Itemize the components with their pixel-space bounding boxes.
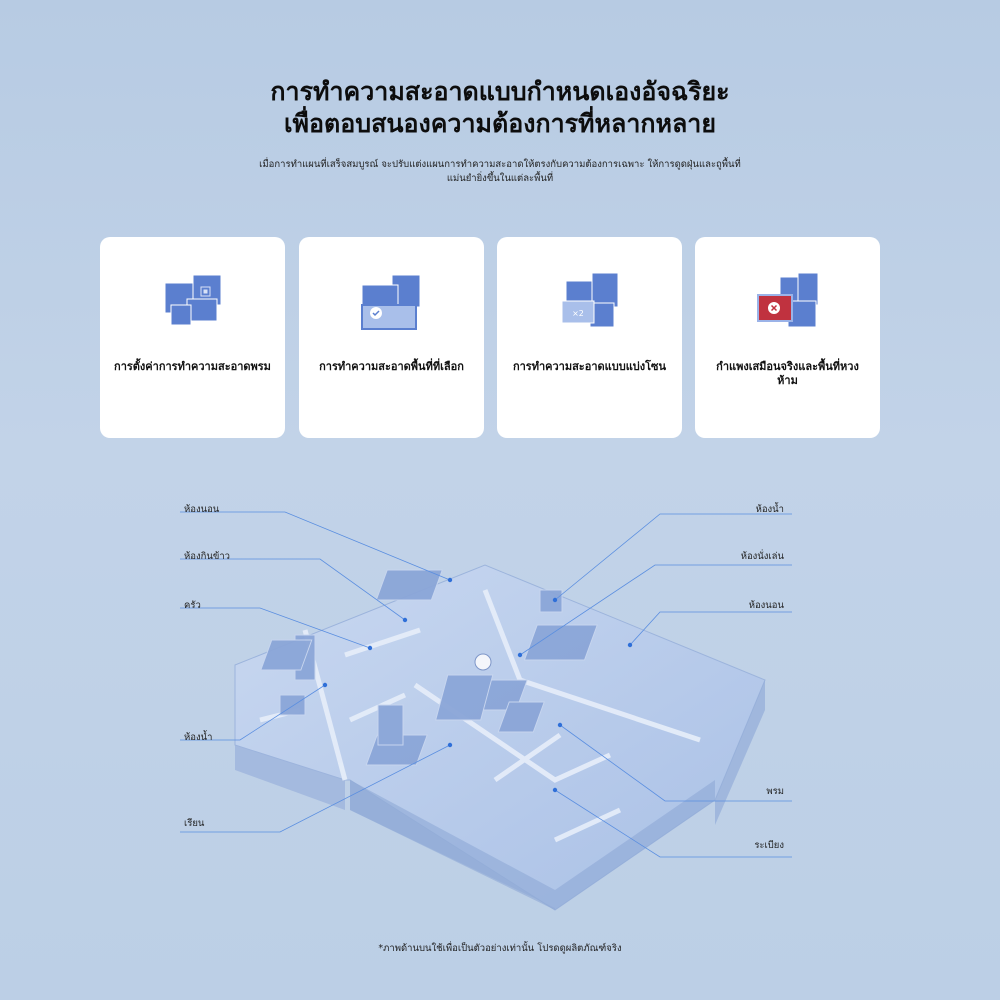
description-line-2: แม่นยำยิ่งขึ้นในแต่ละพื้นที่ xyxy=(446,173,554,184)
description-line-1: เมื่อการทำแผนที่เสร็จสมบูรณ์ จะปรับแต่งแ… xyxy=(259,159,741,170)
label-bedroom-left: ห้องนอน xyxy=(184,504,220,515)
robot-vacuum-icon xyxy=(474,653,492,671)
feature-card-selected-area: การทำความสะอาดพื้นที่ที่เลือก xyxy=(299,237,484,438)
feature-label: การทำความสะอาดแบบแบ่งโซน xyxy=(512,360,667,373)
description: เมื่อการทำแผนที่เสร็จสมบูรณ์ จะปรับแต่งแ… xyxy=(215,158,785,186)
label-balcony: ระเบียง xyxy=(754,840,784,851)
floorplan-illustration: ห้องนอน ห้องกินข้าว ครัว ห้องน้ำ เรียน ห… xyxy=(0,480,1000,930)
title-line-2: เพื่อตอบสนองความต้องการที่หลากหลาย xyxy=(283,109,716,138)
no-go-zone-icon xyxy=(756,272,818,328)
label-study: เรียน xyxy=(184,818,205,829)
label-bedroom-right: ห้องนอน xyxy=(748,600,784,611)
title-line-1: การทำความสะอาดแบบกำหนดเองอัจฉริยะ xyxy=(270,77,730,106)
callout-lines xyxy=(180,511,792,858)
label-living-room: ห้องนั่งเล่น xyxy=(740,551,784,562)
carpet-setting-icon xyxy=(164,274,221,326)
feature-label: การทำความสะอาดพื้นที่ที่เลือก xyxy=(319,360,464,373)
disclaimer-footnote: *ภาพด้านบนใช้เพื่อเป็นตัวอย่างเท่านั้น โ… xyxy=(378,943,622,954)
zone-cleaning-icon: ×2 xyxy=(561,272,618,328)
furniture xyxy=(260,569,598,766)
feature-cards: การตั้งค่าการทำความสะอาดพรม การทำความสะอ… xyxy=(100,237,900,438)
label-dining-room: ห้องกินข้าว xyxy=(184,551,231,562)
label-carpet: พรม xyxy=(766,786,784,797)
feature-label: การตั้งค่าการทำความสะอาดพรม xyxy=(114,360,271,373)
floorplan-3d-graphic xyxy=(180,511,792,911)
label-bathroom-left: ห้องน้ำ xyxy=(184,732,213,743)
callout-dots xyxy=(322,577,633,793)
feature-label: กำแพงเสมือนจริงและพื้นที่หวงห้าม xyxy=(716,360,859,387)
label-bathroom-right: ห้องน้ำ xyxy=(755,504,784,515)
page-title: การทำความสะอาดแบบกำหนดเองอัจฉริยะ เพื่อต… xyxy=(0,76,1000,140)
feature-card-carpet: การตั้งค่าการทำความสะอาดพรม xyxy=(100,237,285,438)
feature-card-no-go: กำแพงเสมือนจริงและพื้นที่หวงห้าม xyxy=(695,237,880,438)
label-kitchen: ครัว xyxy=(184,600,201,611)
feature-card-zone: ×2 การทำความสะอาดแบบแบ่งโซน xyxy=(497,237,682,438)
selected-area-icon xyxy=(360,274,420,330)
zone-badge: ×2 xyxy=(572,309,584,318)
